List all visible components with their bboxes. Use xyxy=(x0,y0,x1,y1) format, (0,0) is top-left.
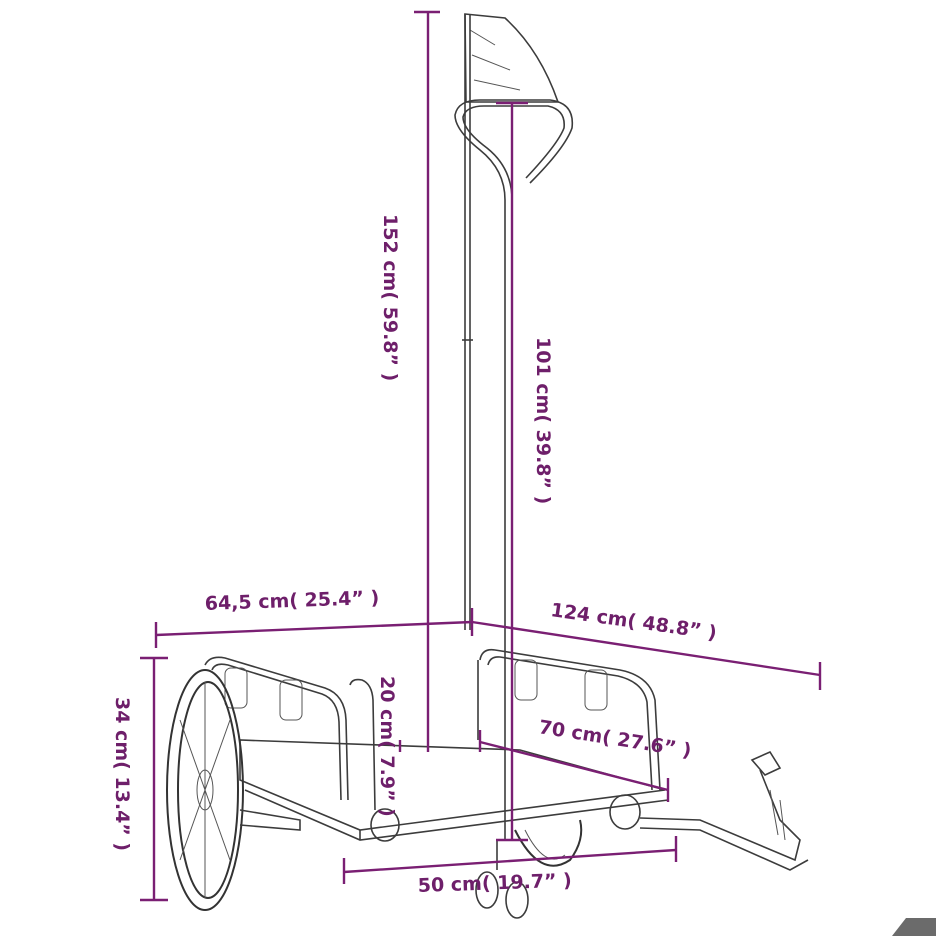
corner-watermark xyxy=(892,918,936,936)
push-handle xyxy=(454,99,574,560)
bed-width-line xyxy=(343,848,677,874)
bed-length-label: 70 cm( 27.6” ) xyxy=(537,716,693,762)
cargo-bed xyxy=(204,648,669,841)
left-wheel xyxy=(166,669,244,911)
stand-wheels xyxy=(370,794,641,919)
handle-height-label: 101 cm( 39.8” ) xyxy=(532,337,554,504)
bed-width-label: 50 cm( 19.7” ) xyxy=(417,870,572,897)
total-height-label: 152 cm( 59.8” ) xyxy=(379,214,401,381)
safety-flag xyxy=(464,13,560,103)
flag-pole xyxy=(462,14,473,630)
wheel-height-label: 34 cm( 13.4” ) xyxy=(111,697,133,851)
width-label: 64,5 cm( 25.4” ) xyxy=(204,587,379,615)
side-height-label: 20 cm( 7.9” ) xyxy=(376,676,398,817)
width-line xyxy=(155,620,473,637)
dimension-lines xyxy=(140,10,822,902)
tow-bar xyxy=(639,750,809,871)
bed-length-line xyxy=(479,740,669,792)
axle-arm xyxy=(239,809,301,831)
bike-trailer-drawing xyxy=(166,13,809,919)
length-line xyxy=(471,620,821,677)
